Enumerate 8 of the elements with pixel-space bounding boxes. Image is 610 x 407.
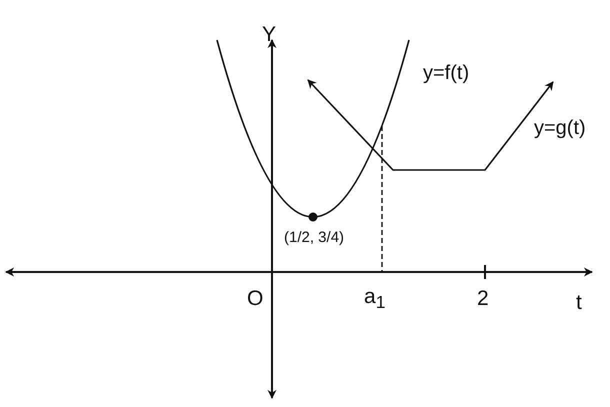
point-label: (1/2, 3/4) <box>284 230 344 245</box>
axis-label: Y <box>262 24 276 45</box>
curve-label: y=g(t) <box>534 118 586 138</box>
tick-label: 2 <box>477 288 489 309</box>
tick-label: a$_{1}$ <box>364 286 386 312</box>
curve-label: y=f(t) <box>423 63 470 83</box>
axis-label: t <box>576 292 582 313</box>
origin-label: O <box>247 288 264 309</box>
